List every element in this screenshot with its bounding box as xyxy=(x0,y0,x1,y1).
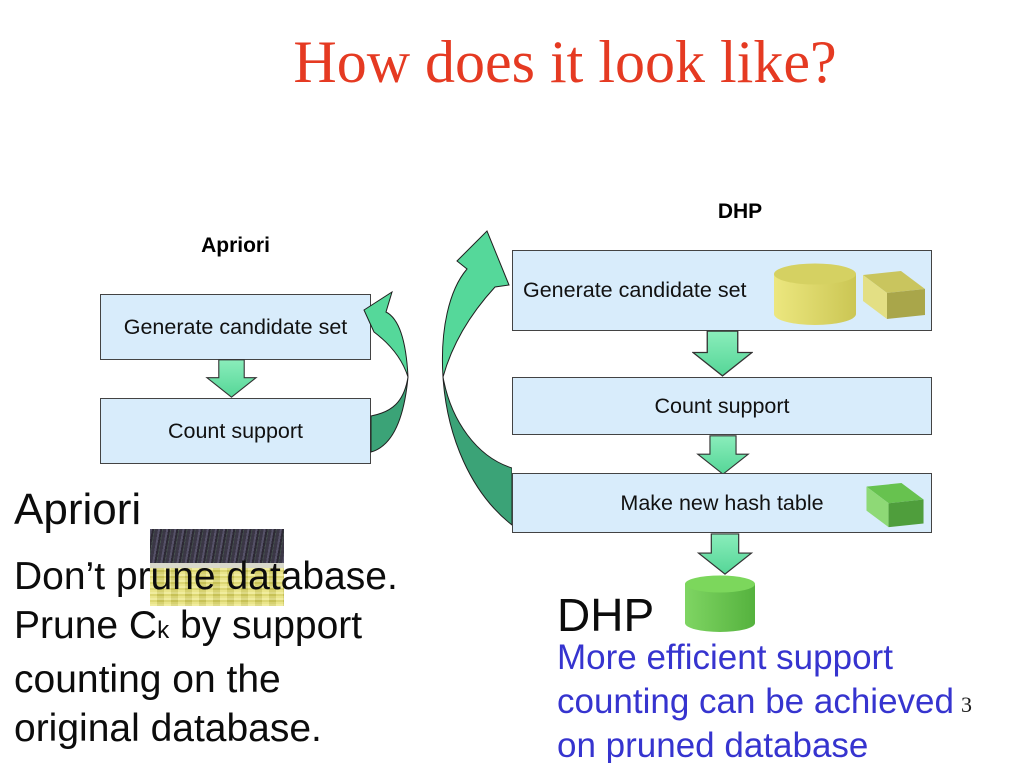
apriori-note-text: Don’t prune database. Prune Ck by suppor… xyxy=(14,552,398,753)
green-database-cylinder-icon xyxy=(685,575,755,632)
dhp-box1-text: Generate candidate set xyxy=(523,278,747,302)
dhp-note-line1: More efficient support xyxy=(557,638,893,677)
apriori-box-generate-candidate-set: Generate candidate set xyxy=(100,294,371,360)
yellow-cube-icon xyxy=(863,271,925,319)
apriori-diagram-label: Apriori xyxy=(201,234,270,257)
texture-light-band xyxy=(150,563,284,568)
dhp-note-line2: counting can be achieved xyxy=(557,682,954,721)
dhp-box-count-support: Count support xyxy=(512,377,932,435)
apriori-note-line2-pre: Prune C xyxy=(14,604,158,647)
dhp-diagram-label: DHP xyxy=(717,200,763,223)
page-number: 3 xyxy=(961,692,972,717)
dhp-box3-text: Make new hash table xyxy=(620,490,824,515)
apriori-note-line2: Prune Ck by support xyxy=(14,601,398,655)
apriori-box1-text: Generate candidate set xyxy=(123,314,348,339)
dhp-box-generate-candidate-set: Generate candidate set xyxy=(512,250,932,331)
down-arrow-icon xyxy=(692,330,753,377)
yellow-database-cylinder-icon xyxy=(774,263,856,325)
slide-title: How does it look like? xyxy=(293,29,837,95)
green-cube-icon xyxy=(866,483,924,528)
texture-dark-weave xyxy=(150,529,284,563)
apriori-note-heading: Apriori xyxy=(14,485,142,534)
dhp-note-text: More efficient support counting can be a… xyxy=(557,636,954,763)
dhp-loop-arrow-icon xyxy=(441,230,512,526)
dhp-box2-text: Count support xyxy=(654,393,790,418)
texture-yellow-streaks xyxy=(150,568,284,606)
apriori-box2-text: Count support xyxy=(167,418,304,443)
ck-subscript: k xyxy=(157,617,170,644)
down-arrow-icon xyxy=(696,435,750,475)
dhp-note-line3: on pruned database xyxy=(557,726,869,763)
apriori-note-line1: Don’t prune database. xyxy=(14,555,398,598)
down-arrow-icon xyxy=(205,359,258,398)
apriori-note-line4: original database. xyxy=(14,707,322,750)
dhp-note-heading: DHP xyxy=(557,589,655,641)
down-arrow-icon xyxy=(696,533,754,575)
apriori-box-count-support: Count support xyxy=(100,398,371,464)
apriori-loop-arrow-icon xyxy=(363,290,409,453)
apriori-note-line3: counting on the xyxy=(14,658,281,701)
apriori-note-line2-post: by support xyxy=(169,604,363,647)
dhp-box-make-new-hash-table: Make new hash table xyxy=(512,473,932,533)
database-texture-image xyxy=(150,529,284,606)
